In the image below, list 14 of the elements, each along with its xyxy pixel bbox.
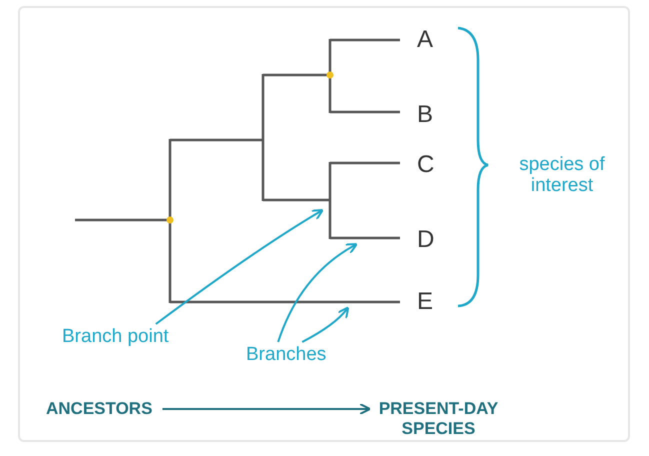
arrow (155, 208, 324, 325)
species-label: B (417, 103, 434, 127)
arrow (302, 306, 350, 343)
arrow (162, 403, 371, 415)
species-label: E (417, 290, 434, 314)
annotation-label: Branch point (62, 326, 169, 348)
species-label: D (417, 228, 434, 252)
species-label: C (417, 153, 434, 177)
axis-label: PRESENT-DAY SPECIES (376, 399, 501, 438)
brace-label: species of interest (518, 155, 606, 197)
annotation-label: Branches (246, 344, 326, 366)
species-label: A (417, 28, 434, 52)
axis-label: ANCESTORS (46, 399, 152, 419)
arrow (277, 242, 358, 342)
